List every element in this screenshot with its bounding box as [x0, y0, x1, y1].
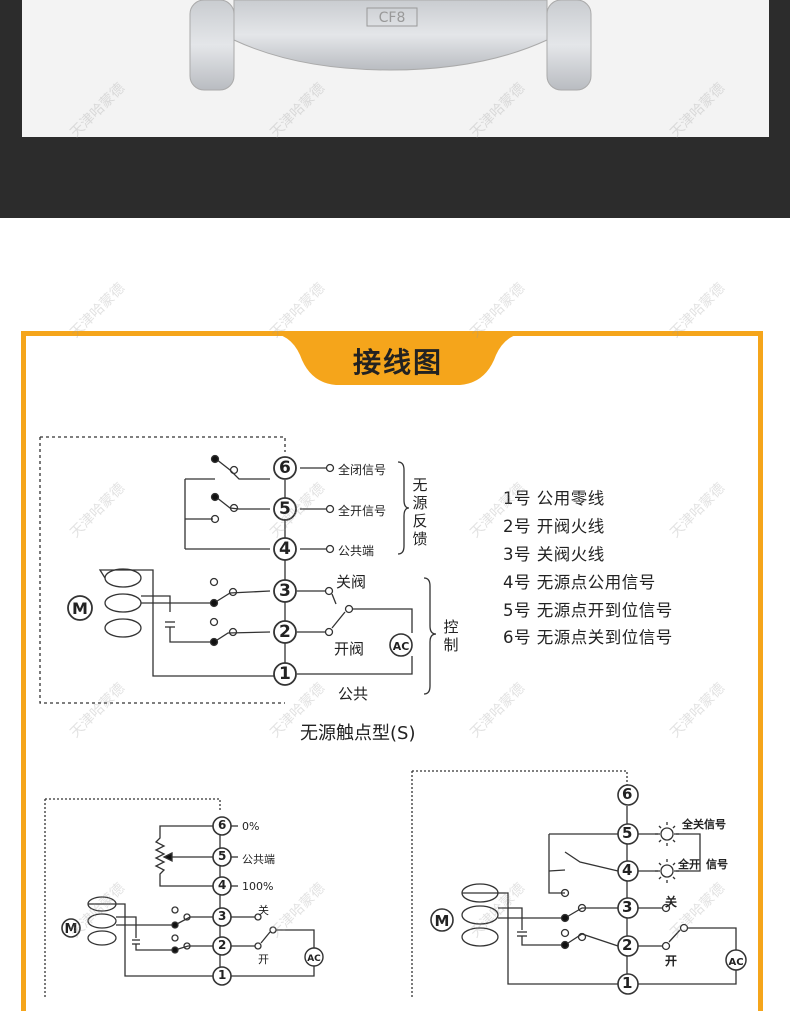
terminal-l-2: 2 — [622, 936, 633, 954]
pct100-label: 100% — [242, 880, 274, 893]
section-title: 接线图 — [352, 346, 443, 379]
svg-text:AC: AC — [307, 954, 321, 964]
terminal-p-5: 5 — [218, 849, 227, 863]
full-close-signal-label-lamp: 全关信号 — [682, 818, 726, 831]
open-valve-label: 开阀 — [334, 640, 365, 658]
legend-item-3: 3号 关阀火线 — [503, 545, 605, 564]
feedback-group-label: 无 源 反 馈 — [412, 476, 428, 548]
legend-item-6: 6号 无源点关到位信号 — [503, 628, 673, 647]
terminal-s-3: 3 — [279, 581, 291, 601]
pot-common-end-label: 公共端 — [242, 853, 275, 866]
terminal-s-4: 4 — [279, 539, 291, 559]
terminal-s-5: 5 — [279, 499, 291, 519]
common-label: 公共 — [338, 685, 369, 703]
full-open-label-lamp: 全开 — [678, 858, 700, 871]
close-valve-label: 关阀 — [336, 573, 367, 591]
terminal-s-2: 2 — [279, 622, 291, 642]
svg-text:M: M — [435, 912, 450, 930]
legend-item-1: 1号 公用零线 — [503, 489, 605, 508]
signal-label-lamp: 信号 — [706, 858, 728, 871]
lamp-close-label: 关 — [665, 895, 678, 909]
pot-open-label: 开 — [258, 953, 269, 966]
full-open-signal-label: 全开信号 — [338, 504, 387, 518]
terminal-l-6: 6 — [622, 785, 633, 803]
terminal-p-6: 6 — [218, 818, 227, 832]
svg-text:M: M — [65, 922, 78, 937]
svg-text:AC: AC — [393, 640, 410, 653]
legend-item-5: 5号 无源点开到位信号 — [503, 601, 673, 620]
terminal-s-6: 6 — [279, 458, 291, 478]
terminal-p-4: 4 — [218, 878, 227, 892]
terminal-l-5: 5 — [622, 824, 633, 842]
pct0-label: 0% — [242, 820, 260, 833]
diagram-s-caption: 无源触点型(S) — [300, 723, 416, 744]
terminal-s-1: 1 — [279, 664, 291, 684]
control-group-label: 控 制 — [443, 618, 459, 654]
valve-marking: CF8 — [379, 10, 406, 26]
product-photo: CF8 — [22, 0, 769, 137]
terminal-p-1: 1 — [218, 968, 227, 982]
lamp-open-label: 开 — [665, 954, 678, 968]
motor-label-s: M — [72, 599, 88, 618]
pot-close-label: 关 — [258, 904, 269, 917]
legend-item-2: 2号 开阀火线 — [503, 517, 605, 536]
terminal-l-3: 3 — [622, 898, 633, 916]
svg-text:AC: AC — [728, 957, 743, 968]
common-end-label: 公共端 — [338, 544, 375, 558]
terminal-p-2: 2 — [218, 938, 227, 952]
terminal-l-4: 4 — [622, 861, 633, 879]
legend-item-4: 4号 无源点公用信号 — [503, 573, 656, 592]
title-tab — [268, 333, 528, 385]
terminal-p-3: 3 — [218, 909, 227, 923]
full-close-signal-label: 全闭信号 — [338, 463, 387, 477]
terminal-l-1: 1 — [622, 974, 633, 992]
